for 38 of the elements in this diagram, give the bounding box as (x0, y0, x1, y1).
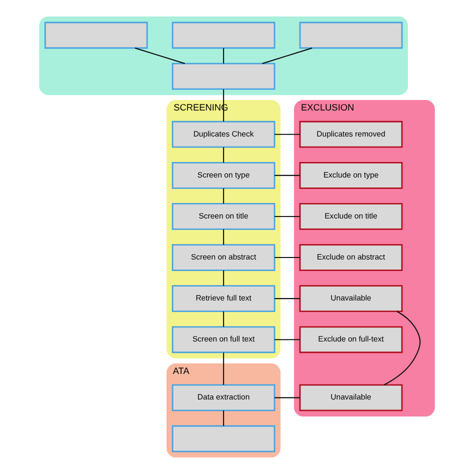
connector (274, 174, 300, 176)
connector (262, 48, 312, 64)
connector (223, 410, 224, 426)
node-box (299, 22, 403, 49)
connector (223, 352, 224, 385)
connector (223, 229, 224, 245)
connector (223, 48, 224, 64)
node-box: Exclude on type (299, 162, 403, 189)
node-box: Duplicates Check (172, 120, 276, 148)
connector (274, 339, 300, 340)
node-box (44, 22, 148, 49)
node-box: Exclude on full-text (299, 326, 403, 354)
connector (134, 48, 186, 64)
node-box: Screen on type (172, 162, 276, 189)
node-box: Screen on abstract (172, 244, 276, 271)
node-box: Unavailable (299, 285, 403, 312)
connector (274, 134, 300, 135)
connector (274, 397, 300, 398)
connector (223, 270, 224, 286)
cluster (39, 16, 408, 96)
connector (223, 147, 224, 163)
node-box: Screen on title (172, 203, 276, 230)
connector (274, 216, 300, 217)
connector (274, 298, 300, 300)
node-box (172, 62, 276, 90)
node-box: Exclude on abstract (299, 244, 403, 271)
node-box (172, 22, 276, 49)
connector (384, 310, 421, 386)
node-box (172, 425, 276, 452)
connector (274, 257, 300, 258)
node-box: Screen on full text (172, 326, 276, 354)
node-box: Data extraction (172, 384, 276, 412)
node-box: Duplicates removed (299, 120, 403, 148)
node-box: Retrieve full text (172, 285, 276, 312)
connector (223, 311, 224, 327)
node-box: Exclude on title (299, 203, 403, 230)
node-box: Unavailable (299, 384, 403, 412)
connector (223, 188, 224, 204)
